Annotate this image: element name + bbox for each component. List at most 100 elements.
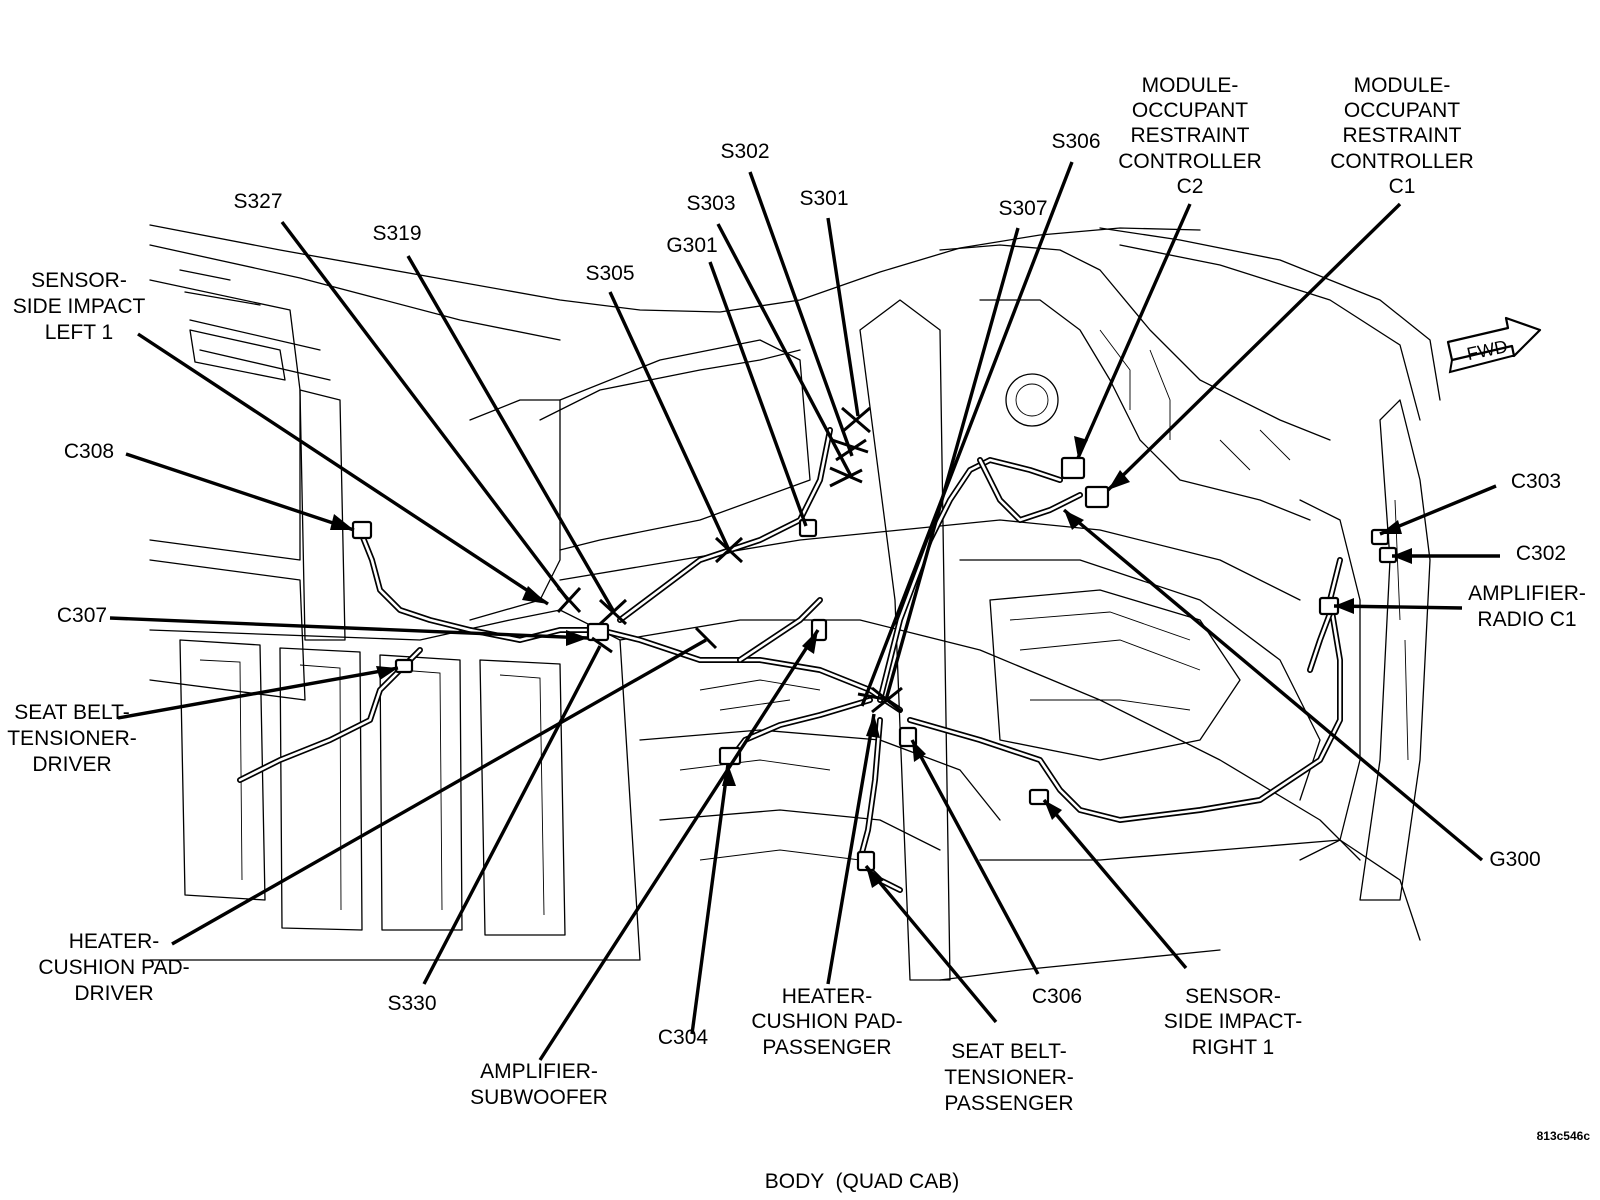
svg-text:TENSIONER-: TENSIONER- <box>944 1066 1074 1089</box>
splice-s330 <box>591 636 613 654</box>
leader-seatbelt-driver <box>117 666 399 720</box>
label-c307: C307 <box>57 604 107 627</box>
splice-s301 <box>841 406 871 434</box>
leader-s327 <box>280 220 570 602</box>
arrowhead-c304 <box>722 764 736 786</box>
label-sensor-side-impact-left: SENSOR- SIDE IMPACT LEFT 1 <box>13 269 146 344</box>
svg-text:RESTRAINT: RESTRAINT <box>1342 124 1461 147</box>
floor-tunnel <box>559 519 1301 601</box>
label-c303: C303 <box>1511 470 1561 493</box>
leader-heater-driver <box>171 638 707 946</box>
a-pillar-right <box>1359 399 1431 901</box>
svg-text:DRIVER: DRIVER <box>74 982 153 1005</box>
rear-wall-lower <box>149 559 306 701</box>
svg-text:HEATER-: HEATER- <box>69 930 160 953</box>
svg-text:LEFT 1: LEFT 1 <box>45 321 113 344</box>
door-opening-left <box>539 349 801 421</box>
wiring-harness <box>237 427 1343 893</box>
label-seat-belt-tensioner-passenger: SEAT BELT- TENSIONER- PASSENGER <box>944 1040 1074 1115</box>
arrowhead-seatbelt-passenger <box>866 866 884 888</box>
leader-amp-radio <box>1333 604 1463 610</box>
label-s306: S306 <box>1051 130 1100 153</box>
label-c302: C302 <box>1516 542 1566 565</box>
leader-s301 <box>826 217 860 417</box>
arrowhead-subwoofer <box>802 630 818 654</box>
leader-g300 <box>1062 508 1484 862</box>
svg-text:SUBWOOFER: SUBWOOFER <box>470 1086 608 1109</box>
floor-pan <box>619 619 1361 861</box>
svg-text:SENSOR-: SENSOR- <box>31 269 127 292</box>
rear-window <box>189 329 286 381</box>
svg-text:OCCUPANT: OCCUPANT <box>1132 99 1248 122</box>
arrowhead-sensor-right <box>1044 800 1062 820</box>
connector-seatbelt-driver <box>394 658 414 674</box>
arrowhead-orc-c1 <box>1108 470 1130 490</box>
figure-caption: BODY (QUAD CAB) <box>765 1170 959 1193</box>
center-sill <box>939 949 1221 981</box>
label-c304: C304 <box>658 1026 709 1049</box>
right-sill <box>979 839 1421 941</box>
arrowhead-c307 <box>566 630 588 646</box>
rear-wall <box>149 279 301 561</box>
svg-text:MODULE-: MODULE- <box>1354 74 1451 97</box>
label-seat-belt-tensioner-driver: SEAT BELT- TENSIONER- DRIVER <box>7 701 137 776</box>
front-seat-base <box>989 589 1241 761</box>
svg-text:C2: C2 <box>1177 175 1204 198</box>
connector-orc-c2 <box>1060 456 1086 480</box>
leader-s307 <box>884 227 1020 701</box>
leader-heater-passenger <box>826 713 876 985</box>
arrowhead-amp-radio <box>1334 598 1354 614</box>
leader-c308 <box>125 452 355 532</box>
leader-lines <box>109 161 1500 1061</box>
roof-left-inner <box>149 244 561 341</box>
leader-c304 <box>690 763 730 1035</box>
front-seat-detail <box>1009 611 1201 711</box>
leader-s330 <box>422 645 602 985</box>
harness-front-floor <box>907 557 1343 823</box>
label-s305: S305 <box>585 262 634 285</box>
arrowhead-c303 <box>1380 520 1402 534</box>
svg-text:CONTROLLER: CONTROLLER <box>1118 150 1262 173</box>
arrowhead-seatbelt-driver <box>376 666 398 680</box>
dash-panel <box>979 299 1311 521</box>
leader-seatbelt-passenger <box>864 864 998 1024</box>
arrowhead-sensor-left <box>522 586 548 604</box>
leader-s306 <box>860 161 1074 707</box>
label-s330: S330 <box>387 992 436 1015</box>
leader-arrowheads <box>330 436 1412 888</box>
harness-rear-seat <box>617 427 833 623</box>
svg-text:SEAT BELT-: SEAT BELT- <box>951 1040 1067 1063</box>
arrowhead-c302 <box>1392 548 1412 564</box>
left-door-window-3 <box>379 654 463 931</box>
label-sensor-side-impact-right: SENSOR- SIDE IMPACT- RIGHT 1 <box>1164 985 1302 1059</box>
leader-c306 <box>910 739 1040 975</box>
leader-c307 <box>109 616 589 640</box>
right-door-opening <box>1299 499 1361 861</box>
label-heater-cushion-driver: HEATER- CUSHION PAD- DRIVER <box>38 930 189 1005</box>
svg-text:AMPLIFIER-: AMPLIFIER- <box>480 1060 598 1083</box>
leader-sensor-left <box>137 332 549 606</box>
label-s307: S307 <box>998 197 1047 220</box>
svg-text:RADIO C1: RADIO C1 <box>1477 608 1576 631</box>
svg-text:OCCUPANT: OCCUPANT <box>1344 99 1460 122</box>
svg-text:SIDE IMPACT: SIDE IMPACT <box>13 295 146 318</box>
roof-rib-1 <box>179 269 331 381</box>
arrowhead-heater-passenger <box>866 714 880 738</box>
svg-text:SENSOR-: SENSOR- <box>1185 985 1281 1008</box>
label-heater-cushion-passenger: HEATER- CUSHION PAD- PASSENGER <box>751 985 902 1059</box>
labels: S302 S306 MODULE- OCCUPANT RESTRAINT CON… <box>7 74 1590 1193</box>
connector-c307 <box>586 622 610 642</box>
rear-door-frame <box>469 399 561 621</box>
leader-orc-c1 <box>1106 202 1402 492</box>
firewall <box>939 244 1331 441</box>
connector-orc-c1 <box>1084 485 1110 509</box>
left-door-window-2 <box>279 647 363 931</box>
b-pillar-right <box>859 299 951 981</box>
leader-sensor-right <box>1042 798 1188 970</box>
connector-heater-passenger <box>856 850 876 872</box>
label-s301: S301 <box>799 187 848 210</box>
leader-orc-c2 <box>1076 203 1192 459</box>
svg-text:SEAT BELT-: SEAT BELT- <box>14 701 130 724</box>
connector-c308 <box>351 520 373 540</box>
